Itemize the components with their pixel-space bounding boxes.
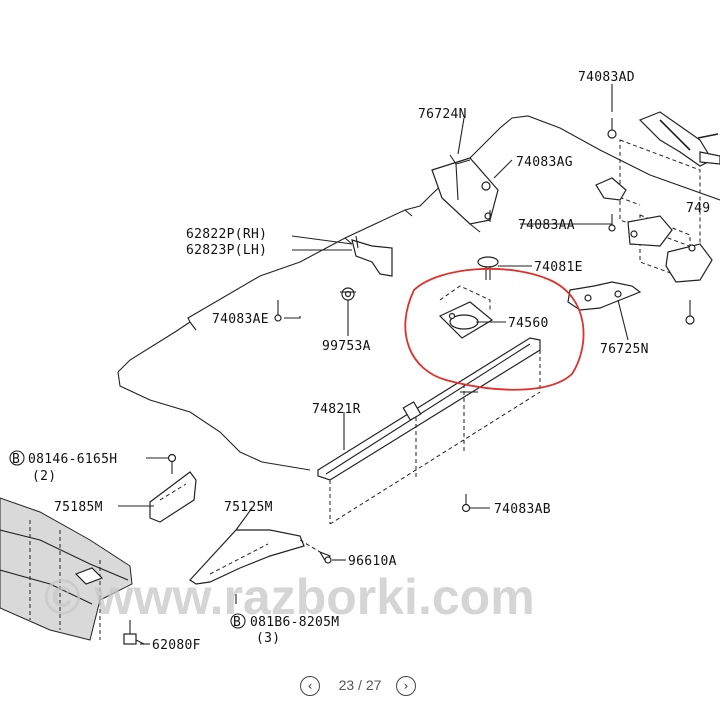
image-pager: ‹ 23 / 27 › [0, 672, 720, 702]
label-74083AD: 74083AD [578, 70, 635, 85]
next-image-button[interactable]: › [396, 676, 416, 696]
jack-part [595, 111, 720, 325]
label-08146-qty: (2) [32, 469, 56, 484]
chevron-right-icon: › [403, 679, 409, 693]
insulator-74560 [438, 285, 494, 339]
label-99753A: 99753A [322, 339, 371, 354]
page-counter: 23 / 27 [338, 677, 382, 693]
clip-74081E [477, 256, 499, 280]
label-76724N: 76724N [418, 107, 467, 122]
label-96610A: 96610A [348, 554, 397, 569]
leader-lines [118, 84, 629, 645]
highlight-circle [404, 267, 585, 391]
svg-text:B: B [233, 615, 241, 630]
svg-text:B: B [12, 452, 20, 467]
label-74560: 74560 [508, 316, 549, 331]
label-081B6-qty: (3) [256, 631, 280, 646]
rear-bumper [0, 497, 145, 645]
bracket-76725N [567, 281, 642, 311]
watermark: © www.razborki.com [44, 569, 535, 625]
prev-image-button[interactable]: ‹ [300, 676, 320, 696]
label-081B6-8205M: 081B6-8205M [250, 615, 339, 630]
fasteners [274, 210, 616, 513]
label-08146-6165H: 08146-6165H [28, 452, 117, 467]
label-749: 749 [686, 201, 710, 216]
label-75125M: 75125M [224, 500, 273, 515]
bolt-mark-badge: B [9, 450, 25, 467]
label-62823P: 62823P(LH) [186, 243, 267, 258]
label-74083AG: 74083AG [516, 155, 573, 170]
label-62080F: 62080F [152, 638, 201, 653]
bracket-76724N [431, 154, 499, 233]
label-74821R: 74821R [312, 402, 361, 417]
chevron-left-icon: ‹ [307, 679, 313, 693]
label-74081E: 74081E [534, 260, 583, 275]
label-74083AE: 74083AE [212, 312, 269, 327]
trim-75125M [189, 529, 332, 604]
label-75185M: 75185M [54, 500, 103, 515]
bracket-62822P [340, 235, 393, 301]
label-62822P: 62822P(RH) [186, 227, 267, 242]
label-74083AB: 74083AB [494, 502, 551, 517]
side-member-74821R [317, 337, 541, 525]
floor-panel [117, 115, 720, 471]
bolt-mark-badge-2: B [230, 613, 246, 630]
label-76725N: 76725N [600, 342, 649, 357]
label-74083AA: 74083AA [518, 218, 575, 233]
bracket-75185M [149, 453, 197, 523]
